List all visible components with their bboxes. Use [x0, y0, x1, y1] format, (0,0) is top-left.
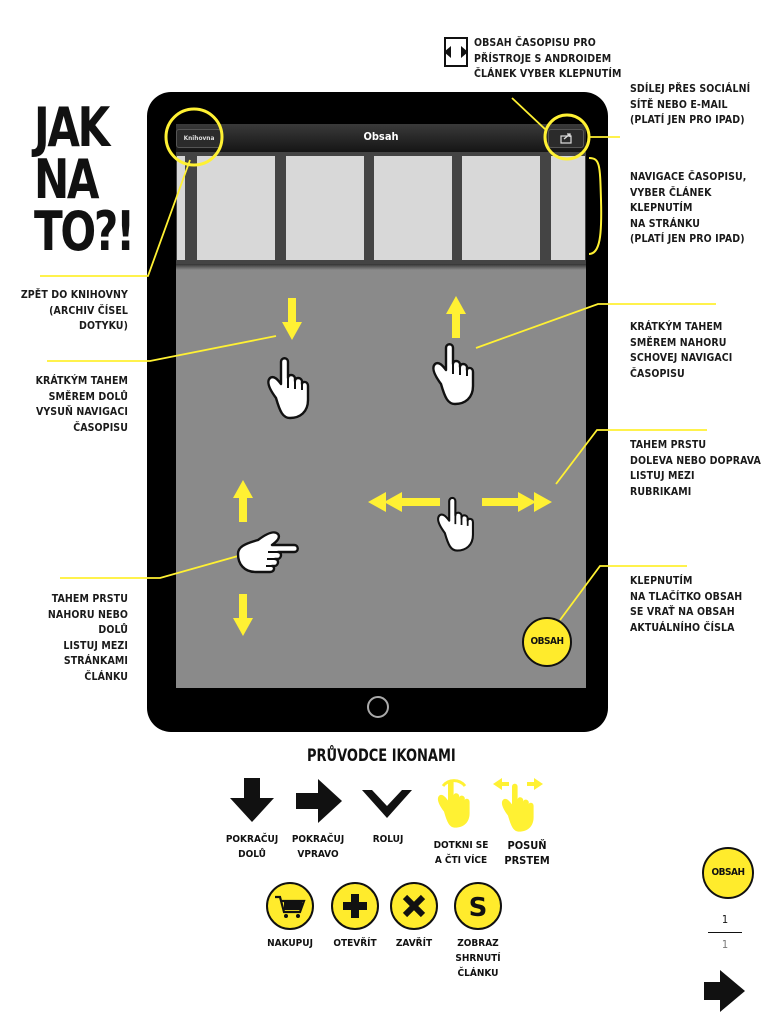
guide-label-continue-down: POKRAČUJ DOLŮ — [225, 834, 279, 860]
guide-title: PRŮVODCE IKONAMI — [307, 746, 456, 766]
summary-icon: S — [454, 882, 502, 930]
arrow-down-icon — [230, 778, 274, 822]
cart-icon — [266, 882, 314, 930]
strip-shadow — [176, 264, 586, 270]
chevron-down-icon — [362, 790, 412, 818]
page-total: 1 — [721, 938, 729, 951]
android-toc-icon — [444, 37, 468, 67]
swipe-finger-icon — [493, 778, 543, 832]
note-navigation: NAVIGACE ČASOPISU, VYBER ČLÁNEK KLEPNUTÍ… — [630, 171, 747, 245]
thumbnail-page[interactable] — [286, 156, 364, 260]
note-swipe-up-down: TAHEM PRSTU NAHORU NEBO DOLŮ LISTUJ MEZI… — [47, 593, 128, 683]
guide-label-close: ZAVŘÍT — [395, 938, 433, 949]
callout-circle — [543, 113, 591, 161]
plus-icon — [331, 882, 379, 930]
obsah-button[interactable]: OBSAH — [522, 617, 572, 667]
guide-label-open: OTEVŘÍT — [333, 938, 377, 949]
guide-label-touch: DOTKNI SE A ČTI VÍCE — [433, 840, 489, 866]
page-divider — [708, 932, 742, 933]
guide-label-swipe: POSUŇ PRSTEM — [504, 839, 550, 867]
share-icon — [560, 133, 572, 144]
note-library: ZPĚT DO KNIHOVNY (ARCHIV ČÍSEL DOTYKU) — [20, 289, 128, 332]
home-button[interactable] — [367, 696, 389, 718]
note-share: SDÍLEJ PŘES SOCIÁLNÍ SÍTĚ NEBO E-MAIL (P… — [630, 83, 751, 126]
touch-icon — [437, 779, 470, 828]
nav-title: Obsah — [363, 130, 399, 143]
svg-text:S: S — [469, 893, 488, 923]
title-line-2: NA — [34, 148, 100, 211]
guide-label-continue-right: POKRAČUJ VPRAVO — [291, 834, 345, 860]
guide-label-summary: ZOBRAZ SHRNUTÍ ČLÁNKU — [455, 938, 501, 979]
share-button[interactable] — [548, 129, 584, 148]
note-swipe-left-right: TAHEM PRSTU DOLEVA NEBO DOPRAVA LISTUJ M… — [630, 439, 761, 498]
callout-circle — [164, 107, 224, 167]
title-line-3: TO?! — [34, 200, 135, 263]
note-android: OBSAH ČASOPISU PRO PŘÍSTROJE S ANDROIDEM… — [474, 37, 622, 80]
thumbnail-page[interactable] — [374, 156, 452, 260]
note-tap-obsah: KLEPNUTÍM NA TLAČÍTKO OBSAH SE VRAŤ NA O… — [630, 575, 743, 634]
library-button[interactable]: Knihovna — [176, 129, 222, 148]
thumbnail-page[interactable] — [551, 156, 585, 260]
nav-bar — [176, 124, 586, 152]
next-page-button[interactable] — [700, 966, 750, 1016]
page-title: JAK NA TO?! — [34, 96, 135, 263]
guide-label-shop: NAKUPUJ — [267, 938, 313, 949]
page-current: 1 — [721, 913, 729, 926]
guide-label-scroll: ROLUJ — [372, 834, 404, 845]
thumbnail-page[interactable] — [462, 156, 540, 260]
title-line-1: JAK — [34, 96, 110, 159]
note-swipe-up: KRÁTKÝM TAHEM SMĚREM NAHORU SCHOVEJ NAVI… — [630, 321, 733, 380]
thumbnail-page[interactable] — [177, 156, 185, 260]
close-icon — [390, 882, 438, 930]
next-page-icon — [704, 970, 745, 1012]
obsah-side-button[interactable]: OBSAH — [702, 847, 754, 899]
thumbnail-page[interactable] — [197, 156, 275, 260]
arrow-right-icon — [296, 779, 342, 823]
note-swipe-down: KRÁTKÝM TAHEM SMĚREM DOLŮ VYSUŇ NAVIGACI… — [35, 375, 128, 434]
